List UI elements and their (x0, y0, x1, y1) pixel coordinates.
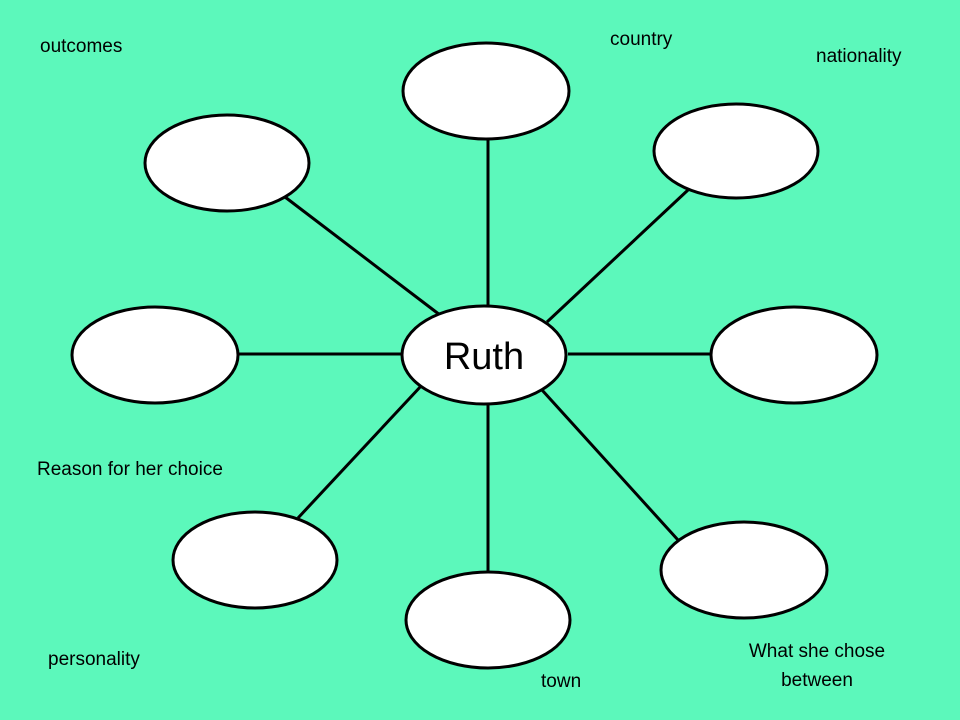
connector-bottom-right (540, 388, 680, 542)
label-what-she-chose-line2: between (781, 670, 853, 691)
label-personality: personality (48, 649, 140, 670)
node-left (70, 305, 240, 405)
label-what-she-chose-between: What she chose between (722, 637, 912, 695)
center-node: Ruth (400, 304, 568, 406)
connector-bottom-left (296, 383, 424, 520)
label-nationality: nationality (816, 46, 902, 67)
label-outcomes: outcomes (40, 36, 123, 57)
node-bottom (404, 570, 572, 670)
label-reason-for-her-choice: Reason for her choice (37, 459, 223, 480)
label-country: country (610, 29, 673, 50)
connector-top-right (545, 188, 690, 324)
connector-top-left (284, 195, 441, 317)
node-top-right (652, 102, 820, 200)
node-top (401, 41, 571, 141)
label-town: town (541, 671, 582, 692)
label-what-she-chose-line1: What she chose (748, 641, 886, 662)
node-bottom-left (171, 510, 339, 610)
node-top-left (143, 113, 311, 213)
node-bottom-right (659, 520, 829, 620)
center-label: Ruth (444, 336, 524, 378)
node-right (709, 305, 879, 405)
